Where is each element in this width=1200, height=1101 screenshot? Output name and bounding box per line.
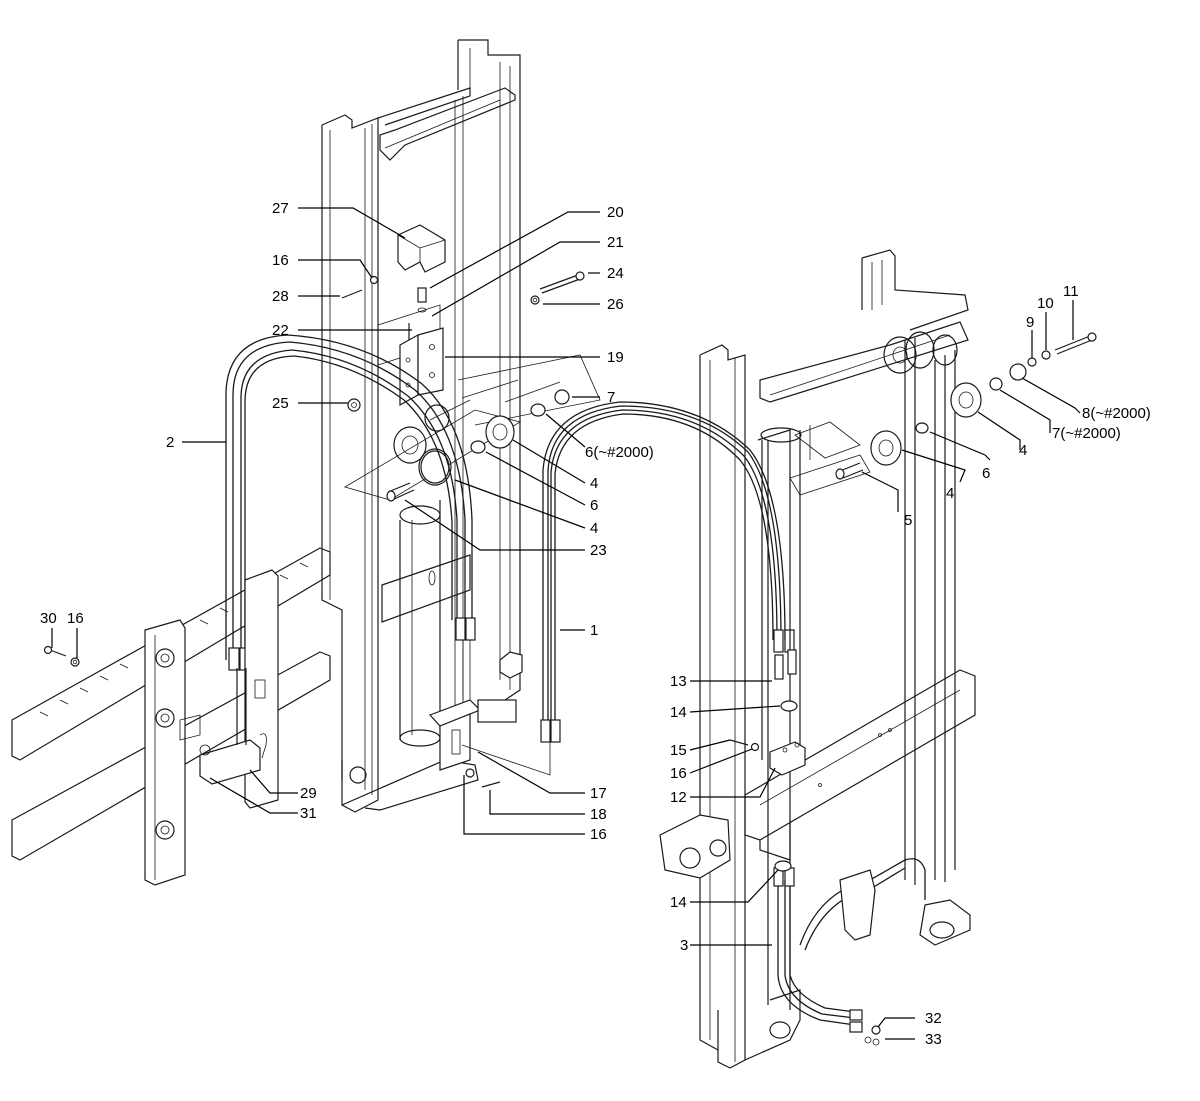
callout-4-b: 4 [590,520,598,537]
callout-labels: 27 16 28 22 25 2 30 16 29 31 20 21 24 26… [40,200,1151,1048]
callout-14-lower: 14 [670,894,687,911]
callout-26: 26 [607,296,624,313]
callout-25: 25 [272,395,289,412]
callout-19: 19 [607,349,624,366]
callout-5: 5 [904,512,912,529]
callout-20: 20 [607,204,624,221]
callout-17: 17 [590,785,607,802]
callout-24: 24 [607,265,624,282]
callout-8-2000: 8(~#2000) [1082,405,1151,422]
fork-carriage [11,547,331,886]
right-mast-outer-rail [759,249,969,885]
callout-13: 13 [670,673,687,690]
right-mast-cylinder [760,427,802,760]
callout-27: 27 [272,200,289,217]
callout-6-a: 6 [590,497,598,514]
right-hose-fittings [729,649,798,872]
callout-15: 15 [670,742,687,759]
callout-33: 33 [925,1031,942,1048]
callout-16-top: 16 [272,252,289,269]
bolt-30-washer-16 [43,645,80,667]
callout-29: 29 [300,785,317,802]
callout-23: 23 [590,542,607,559]
callout-22: 22 [272,322,289,339]
leader-lines [51,207,1081,1040]
left-mast-cross-plate [381,554,471,623]
callout-16-right: 16 [670,765,687,782]
right-mast-lower-carriage [744,669,976,861]
lower-hose-clamp-left [428,699,517,788]
center-sheave-parts [386,271,585,502]
return-hose-right [799,858,926,951]
callout-2: 2 [166,434,174,451]
right-mast-sheave-group [883,331,958,374]
lift-cylinder-left [399,500,441,747]
callout-14-upper: 14 [670,704,687,721]
callout-21: 21 [607,234,624,251]
left-mast-inner-rail [321,87,479,813]
callout-6-2000-center: 6(~#2000) [585,444,654,461]
right-mast-base [919,899,971,946]
callout-30: 30 [40,610,57,627]
left-mast-outer-rail [379,39,521,701]
tilt-bracket [659,814,731,879]
callout-11: 11 [1063,283,1079,300]
left-mast-stop-block [499,651,523,679]
exploded-guide-planes-right [789,421,871,496]
callout-4-c: 4 [946,485,954,502]
callout-18: 18 [590,806,607,823]
hose-assembly-1 [540,401,795,743]
callout-16-left: 16 [67,610,84,627]
callout-16-center: 16 [590,826,607,843]
right-sheave-parts [835,332,1097,480]
callout-7-2000: 7(~#2000) [1052,425,1121,442]
callout-32: 32 [925,1010,942,1027]
callout-7-center: 7 [607,389,615,406]
callout-4-a: 4 [590,475,598,492]
callout-6-b: 6 [982,465,990,482]
callout-9: 9 [1026,314,1034,331]
callout-31: 31 [300,805,317,822]
callout-3: 3 [680,937,688,954]
hose-bracket-assembly [341,224,446,412]
callout-10: 10 [1037,295,1054,312]
hose-connection-lines [461,640,551,776]
hose-assembly-3 [773,867,881,1046]
callout-4-d: 4 [1019,442,1027,459]
callout-12: 12 [670,789,687,806]
callout-1: 1 [590,622,598,639]
callout-28: 28 [272,288,289,305]
